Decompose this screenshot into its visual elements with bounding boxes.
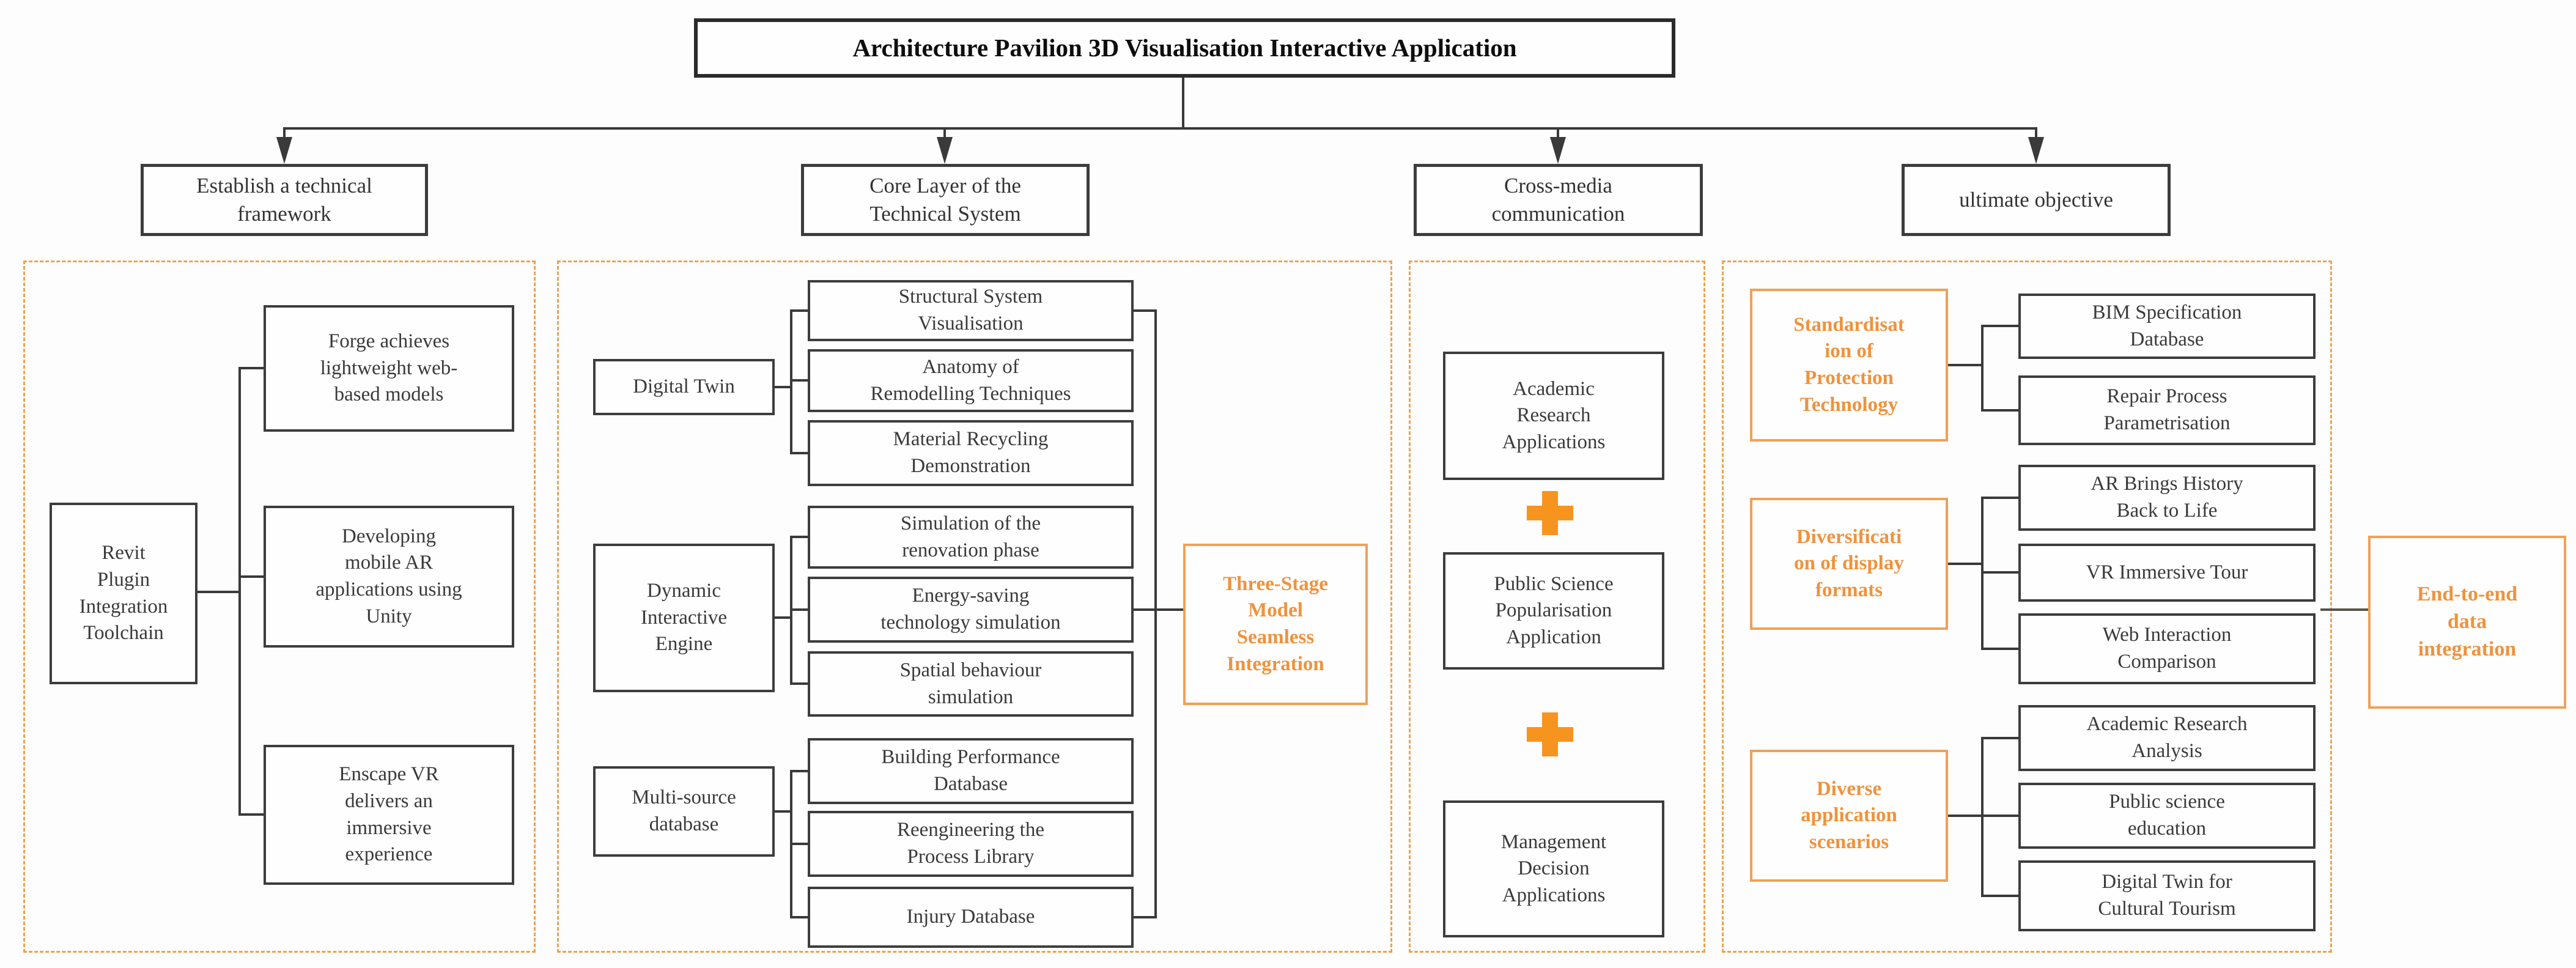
connector [1948, 364, 1984, 366]
connector [790, 916, 810, 918]
node-renovation-simulation: Simulation of the renovation phase [808, 506, 1134, 569]
connector [790, 770, 810, 772]
node-revit-toolchain: Revit Plugin Integration Toolchain [50, 503, 197, 684]
connector [790, 682, 810, 685]
connector [790, 309, 810, 312]
root-title: Architecture Pavilion 3D Visualisation I… [694, 18, 1675, 78]
connector [1981, 648, 2018, 650]
node-public-science-popularisation: Public Science Popularisation Applicatio… [1443, 552, 1664, 670]
connector [1981, 325, 1984, 412]
node-academic-research-applications: Academic Research Applications [1443, 352, 1664, 480]
node-enscape-vr: Enscape VR delivers an immersive experie… [264, 745, 514, 885]
connector [238, 367, 241, 816]
connector [1981, 737, 2018, 739]
node-digital-twin: Digital Twin [593, 359, 775, 415]
section-cross-media [1409, 260, 1705, 953]
node-public-education: Public science education [2018, 783, 2316, 849]
connector [1948, 563, 1984, 565]
arrow-down-icon [1550, 137, 1566, 164]
connector [1981, 571, 2018, 574]
connector [1981, 497, 2018, 499]
connector [1154, 309, 1157, 918]
connector [1981, 815, 2018, 817]
header-ultimate-objective: ultimate objective [1902, 164, 2171, 236]
connector [1134, 608, 1183, 611]
node-vr-tour: VR Immersive Tour [2018, 544, 2316, 602]
node-repair-parametrisation: Repair Process Parametrisation [2018, 375, 2316, 445]
node-diverse-scenarios: Diverse application scenarios [1750, 750, 1948, 882]
section-framework [23, 260, 536, 953]
arrow-down-icon [937, 137, 953, 164]
node-energy-simulation: Energy-saving technology simulation [808, 577, 1134, 643]
connector-bus [283, 127, 2037, 130]
connector-drop-4 [2035, 127, 2037, 138]
node-forge: Forge achieves lightweight web- based mo… [264, 305, 514, 432]
node-multi-source-db: Multi-source database [593, 766, 775, 857]
connector [775, 386, 792, 388]
node-bim-spec-db: BIM Specification Database [2018, 294, 2316, 359]
connector-drop-1 [283, 127, 286, 138]
header-core-layer: Core Layer of the Technical System [801, 164, 1090, 236]
connector [790, 843, 810, 845]
connector [238, 367, 264, 369]
node-structural-visualisation: Structural System Visualisation [808, 280, 1134, 341]
connector [2320, 608, 2368, 611]
connector [790, 452, 810, 454]
connector [238, 813, 264, 816]
plus-icon [1527, 491, 1573, 535]
connector-trunk [1182, 78, 1184, 130]
connector [1981, 895, 2018, 897]
highlight-three-stage-integration: Three-Stage Model Seamless Integration [1183, 544, 1368, 705]
connector [790, 379, 810, 382]
node-spatial-simulation: Spatial behaviour simulation [808, 651, 1134, 717]
node-building-performance-db: Building Performance Database [808, 738, 1134, 804]
arrow-down-icon [276, 137, 292, 164]
node-web-interaction: Web Interaction Comparison [2018, 613, 2316, 684]
connector [1981, 409, 2018, 412]
node-management-decision: Management Decision Applications [1443, 800, 1664, 937]
plus-icon [1527, 712, 1573, 756]
node-injury-db: Injury Database [808, 887, 1134, 948]
connector-drop-3 [1557, 127, 1559, 138]
header-establish-framework: Establish a technical framework [141, 164, 428, 236]
connector [775, 810, 792, 813]
connector [1981, 325, 2018, 327]
connector [790, 608, 810, 611]
connector-drop-2 [943, 127, 946, 138]
connector [1134, 309, 1154, 312]
node-diversification-display: Diversificati on of display formats [1750, 498, 1948, 630]
connector [1981, 737, 1984, 897]
node-unity-ar: Developing mobile AR applications using … [264, 506, 514, 648]
connector [1948, 815, 1984, 817]
section-objective [1722, 260, 2332, 953]
node-academic-analysis: Academic Research Analysis [2018, 705, 2316, 771]
node-material-recycling: Material Recycling Demonstration [808, 420, 1134, 486]
connector [790, 536, 810, 538]
highlight-end-to-end-integration: End-to-end data integration [2368, 536, 2566, 709]
section-core-layer [557, 260, 1392, 953]
connector [238, 575, 264, 578]
node-dynamic-engine: Dynamic Interactive Engine [593, 544, 775, 692]
arrow-down-icon [2028, 137, 2044, 164]
node-digital-twin-tourism: Digital Twin for Cultural Tourism [2018, 860, 2316, 931]
connector [775, 616, 792, 619]
node-ar-history: AR Brings History Back to Life [2018, 465, 2316, 531]
node-remodelling-anatomy: Anatomy of Remodelling Techniques [808, 349, 1134, 412]
connector [790, 309, 792, 454]
node-standardisation-protection: Standardisat ion of Protection Technolog… [1750, 289, 1948, 442]
header-cross-media: Cross-media communication [1414, 164, 1703, 236]
connector [197, 591, 240, 593]
connector [1134, 916, 1154, 918]
node-process-library: Reengineering the Process Library [808, 811, 1134, 877]
